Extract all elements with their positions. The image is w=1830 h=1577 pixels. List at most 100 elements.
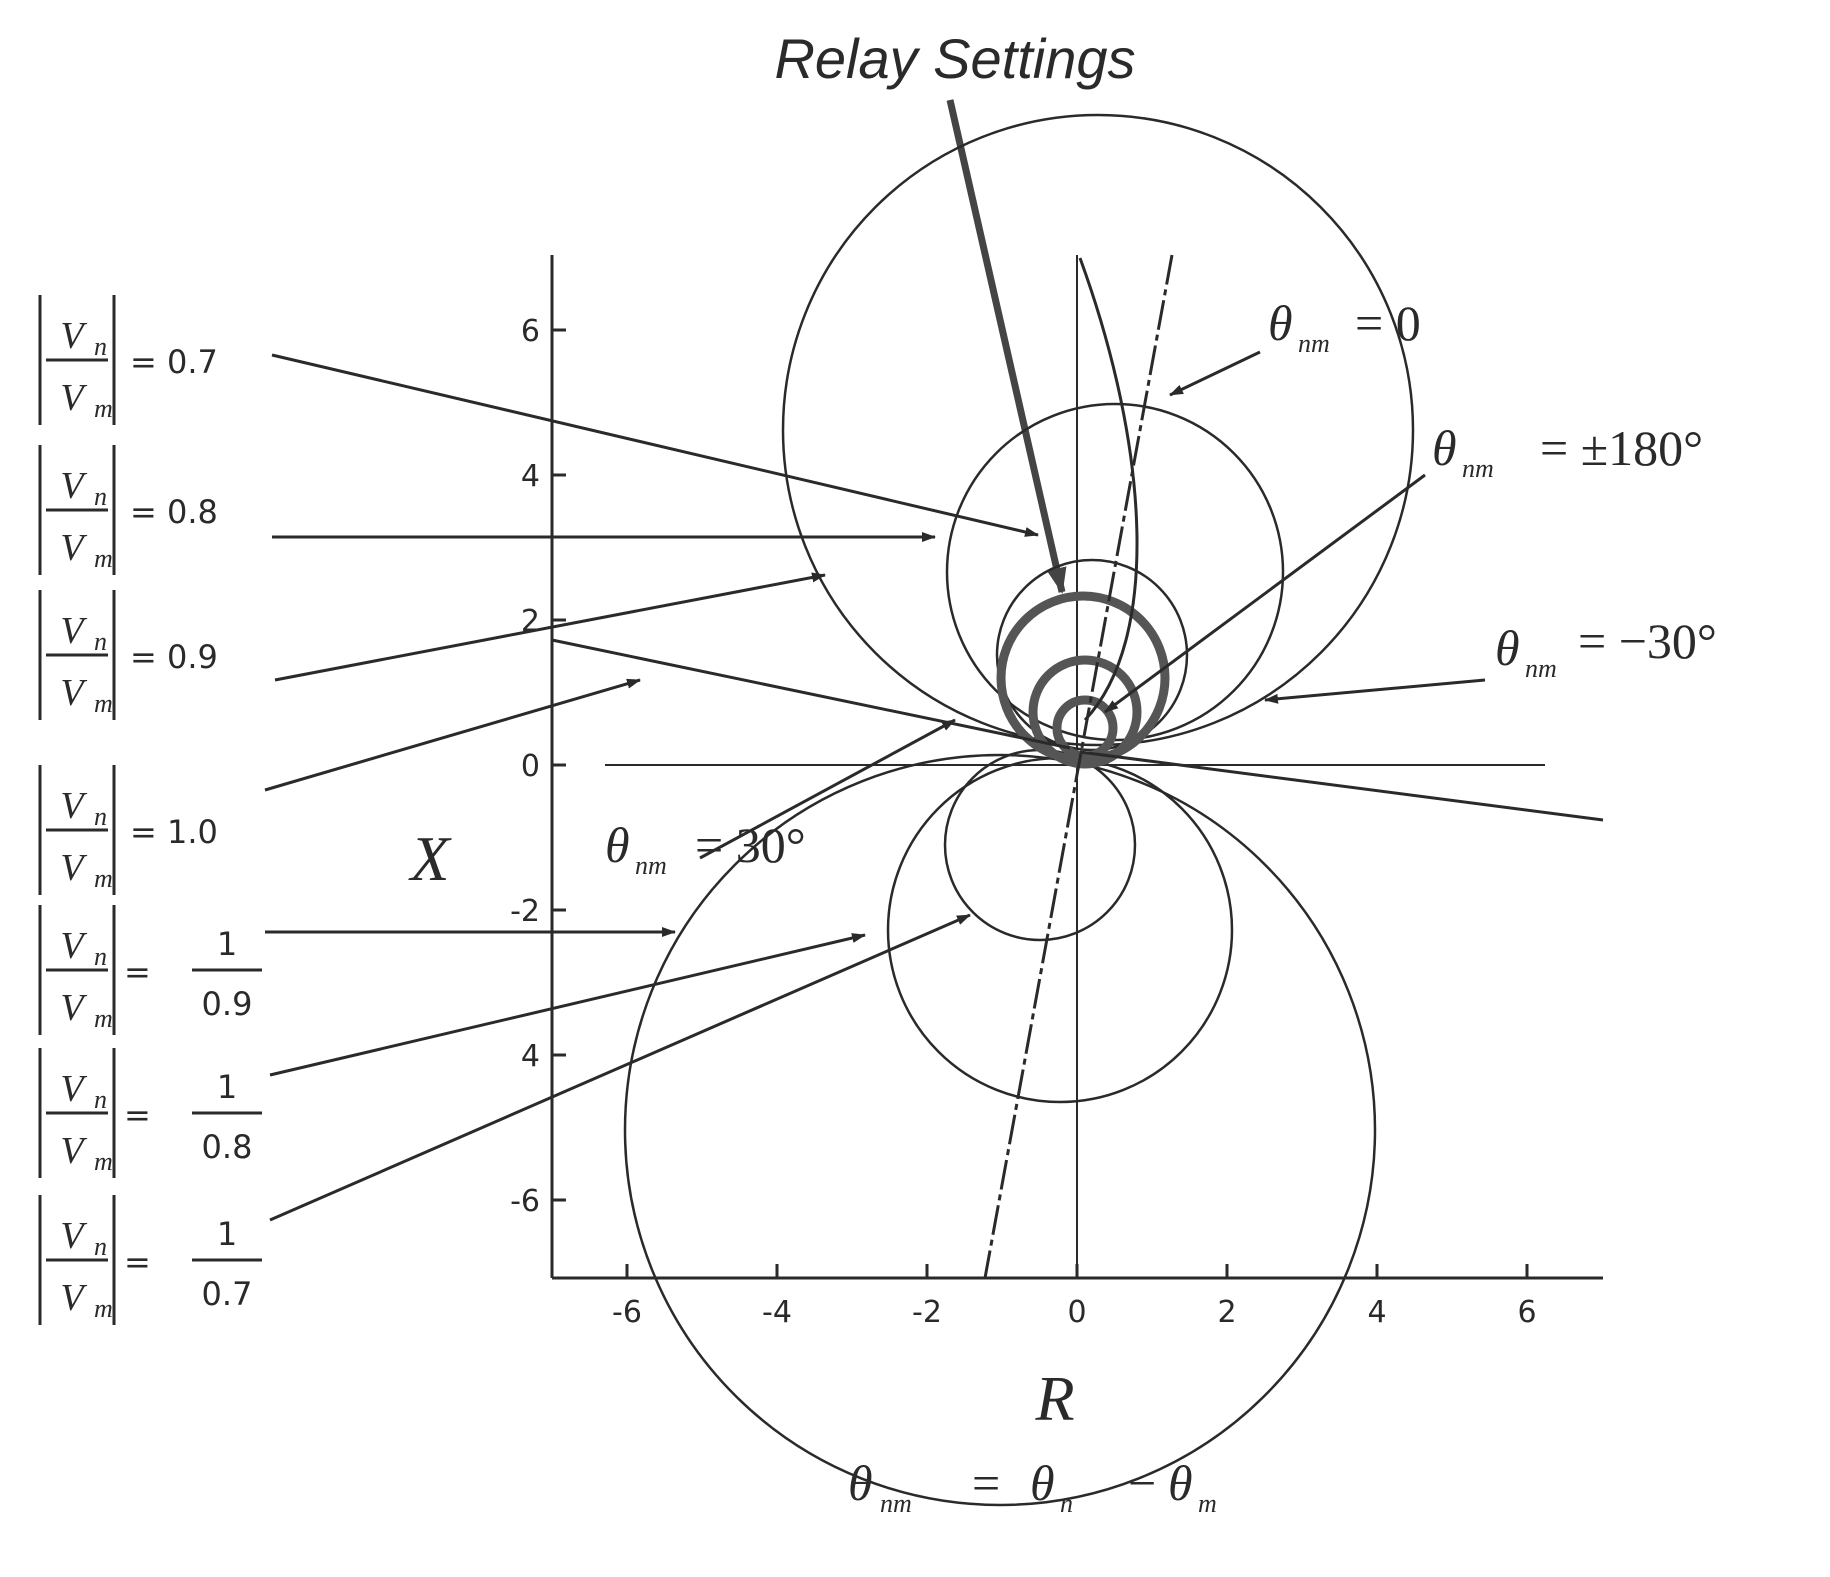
relay-circle-small bbox=[1052, 695, 1118, 761]
theta-zero-arrow bbox=[1169, 350, 1261, 397]
ratio-label-1over0.7: V n V m = 1 0.7 bbox=[38, 1195, 262, 1325]
y-tick-label: 4 bbox=[521, 459, 540, 494]
y-tick-label: -2 bbox=[510, 894, 540, 929]
svg-text:θ: θ bbox=[1495, 620, 1520, 676]
circle-ratio-1over0.8 bbox=[886, 756, 1234, 1104]
ratio-value: = 1.0 bbox=[130, 813, 218, 851]
line-theta-zero bbox=[983, 254, 1174, 1279]
angle-lines bbox=[551, 254, 1604, 1279]
ratio-label-1.0: V n V m = 1.0 bbox=[38, 765, 218, 895]
svg-text:θ: θ bbox=[1168, 1455, 1193, 1511]
x-tick-label: -6 bbox=[612, 1295, 642, 1330]
svg-text:nm: nm bbox=[1525, 654, 1557, 683]
svg-text:V: V bbox=[60, 1277, 87, 1319]
svg-text:V: V bbox=[60, 377, 87, 419]
ratio-label-1over0.8: V n V m = 1 0.8 bbox=[38, 1048, 262, 1178]
svg-text:m: m bbox=[94, 394, 113, 423]
ratio-numerator: 1 bbox=[217, 1068, 237, 1106]
svg-text:m: m bbox=[94, 1294, 113, 1323]
svg-text:V: V bbox=[60, 925, 87, 967]
y-tick-labels: 6 4 2 0 -2 4 -6 bbox=[510, 314, 540, 1219]
svg-text:V: V bbox=[60, 1215, 87, 1257]
x-tick-labels: -6 -4 -2 0 2 4 6 bbox=[612, 1295, 1537, 1330]
y-axis-label: X bbox=[407, 823, 452, 894]
relay-settings-title: Relay Settings bbox=[774, 27, 1135, 90]
svg-text:=: = bbox=[124, 1096, 151, 1134]
svg-text:n: n bbox=[94, 627, 107, 656]
y-tick-marks bbox=[552, 328, 566, 1202]
arrow-ratio-0.9 bbox=[274, 572, 826, 682]
y-tick-label: 0 bbox=[521, 749, 540, 784]
svg-text:V: V bbox=[60, 847, 87, 889]
ratio-label-0.8: V n V m = 0.8 bbox=[38, 445, 218, 575]
x-axis-label: R bbox=[1034, 1363, 1074, 1434]
svg-text:V: V bbox=[60, 527, 87, 569]
ratio-denominator: 0.8 bbox=[202, 1128, 253, 1166]
svg-text:n: n bbox=[1060, 1489, 1073, 1518]
svg-text:θ: θ bbox=[605, 817, 630, 873]
ratio-label-0.7: V n V m = 0.7 bbox=[38, 295, 218, 425]
svg-text:n: n bbox=[94, 942, 107, 971]
x-tick-label: 6 bbox=[1517, 1295, 1536, 1330]
x-tick-label: -2 bbox=[912, 1295, 942, 1330]
x-tick-label: 4 bbox=[1367, 1295, 1386, 1330]
svg-text:m: m bbox=[94, 1004, 113, 1033]
svg-text:nm: nm bbox=[1298, 329, 1330, 358]
theta-minus30-value: = −30° bbox=[1578, 613, 1717, 669]
ratio-arrows bbox=[264, 353, 1039, 1222]
svg-text:m: m bbox=[94, 1147, 113, 1176]
svg-text:m: m bbox=[94, 544, 113, 573]
theta-30-arrow bbox=[699, 718, 956, 860]
svg-text:V: V bbox=[60, 987, 87, 1029]
svg-text:V: V bbox=[60, 610, 87, 652]
theta-180-arrow bbox=[1104, 473, 1426, 714]
theta-definition: θ nm = θ n − θ m bbox=[848, 1455, 1217, 1518]
svg-text:m: m bbox=[94, 689, 113, 718]
svg-text:n: n bbox=[94, 802, 107, 831]
circle-ratio-0.9 bbox=[995, 558, 1189, 752]
ratio-denominator: 0.7 bbox=[202, 1275, 253, 1313]
ratio-numerator: 1 bbox=[217, 925, 237, 963]
svg-text:nm: nm bbox=[1462, 454, 1494, 483]
theta-180-label: θ nm = ±180° bbox=[1432, 420, 1703, 483]
svg-text:θ: θ bbox=[1432, 420, 1457, 476]
svg-text:V: V bbox=[60, 1130, 87, 1172]
svg-text:θ: θ bbox=[1030, 1455, 1055, 1511]
svg-text:n: n bbox=[94, 332, 107, 361]
theta-zero-label: θ nm = 0 bbox=[1268, 295, 1421, 358]
y-tick-label: -6 bbox=[510, 1184, 540, 1219]
magnitude-circles bbox=[623, 113, 1415, 1507]
y-tick-label: 6 bbox=[521, 314, 540, 349]
circle-ratio-1over0.9 bbox=[943, 748, 1137, 942]
svg-text:V: V bbox=[60, 1068, 87, 1110]
ratio-label-1over0.9: V n V m = 1 0.9 bbox=[38, 905, 262, 1035]
ratio-numerator: 1 bbox=[217, 1215, 237, 1253]
ratio-value: = 0.8 bbox=[130, 493, 218, 531]
relay-circle-mid bbox=[1028, 655, 1142, 769]
arrow-ratio-1over0.8 bbox=[269, 933, 866, 1077]
x-tick-label: 0 bbox=[1067, 1295, 1086, 1330]
theta-minus30-label: θ nm = −30° bbox=[1495, 613, 1717, 683]
svg-text:n: n bbox=[94, 482, 107, 511]
svg-text:V: V bbox=[60, 785, 87, 827]
relay-settings-arrow bbox=[946, 99, 1067, 594]
y-tick-label: 4 bbox=[521, 1039, 540, 1074]
arrow-ratio-0.7 bbox=[271, 353, 1039, 537]
svg-text:nm: nm bbox=[880, 1489, 912, 1518]
svg-text:−: − bbox=[1128, 1455, 1156, 1511]
ratio-value: = 0.9 bbox=[130, 638, 218, 676]
line-theta-180-left bbox=[551, 638, 1071, 750]
svg-text:n: n bbox=[94, 1232, 107, 1261]
relay-circles bbox=[996, 591, 1170, 769]
theta-30-value: = 30° bbox=[695, 817, 806, 873]
svg-text:m: m bbox=[1198, 1489, 1217, 1518]
ratio-value: = 0.7 bbox=[130, 343, 218, 381]
svg-text:V: V bbox=[60, 672, 87, 714]
theta-30-label: θ nm = 30° bbox=[605, 817, 806, 880]
arrow-ratio-1over0.7 bbox=[269, 913, 971, 1222]
circle-ratio-1over0.7 bbox=[623, 753, 1377, 1507]
theta-180-value: = ±180° bbox=[1540, 420, 1703, 476]
ratio-denominator: 0.9 bbox=[202, 985, 253, 1023]
line-theta-minus30 bbox=[1078, 257, 1139, 722]
